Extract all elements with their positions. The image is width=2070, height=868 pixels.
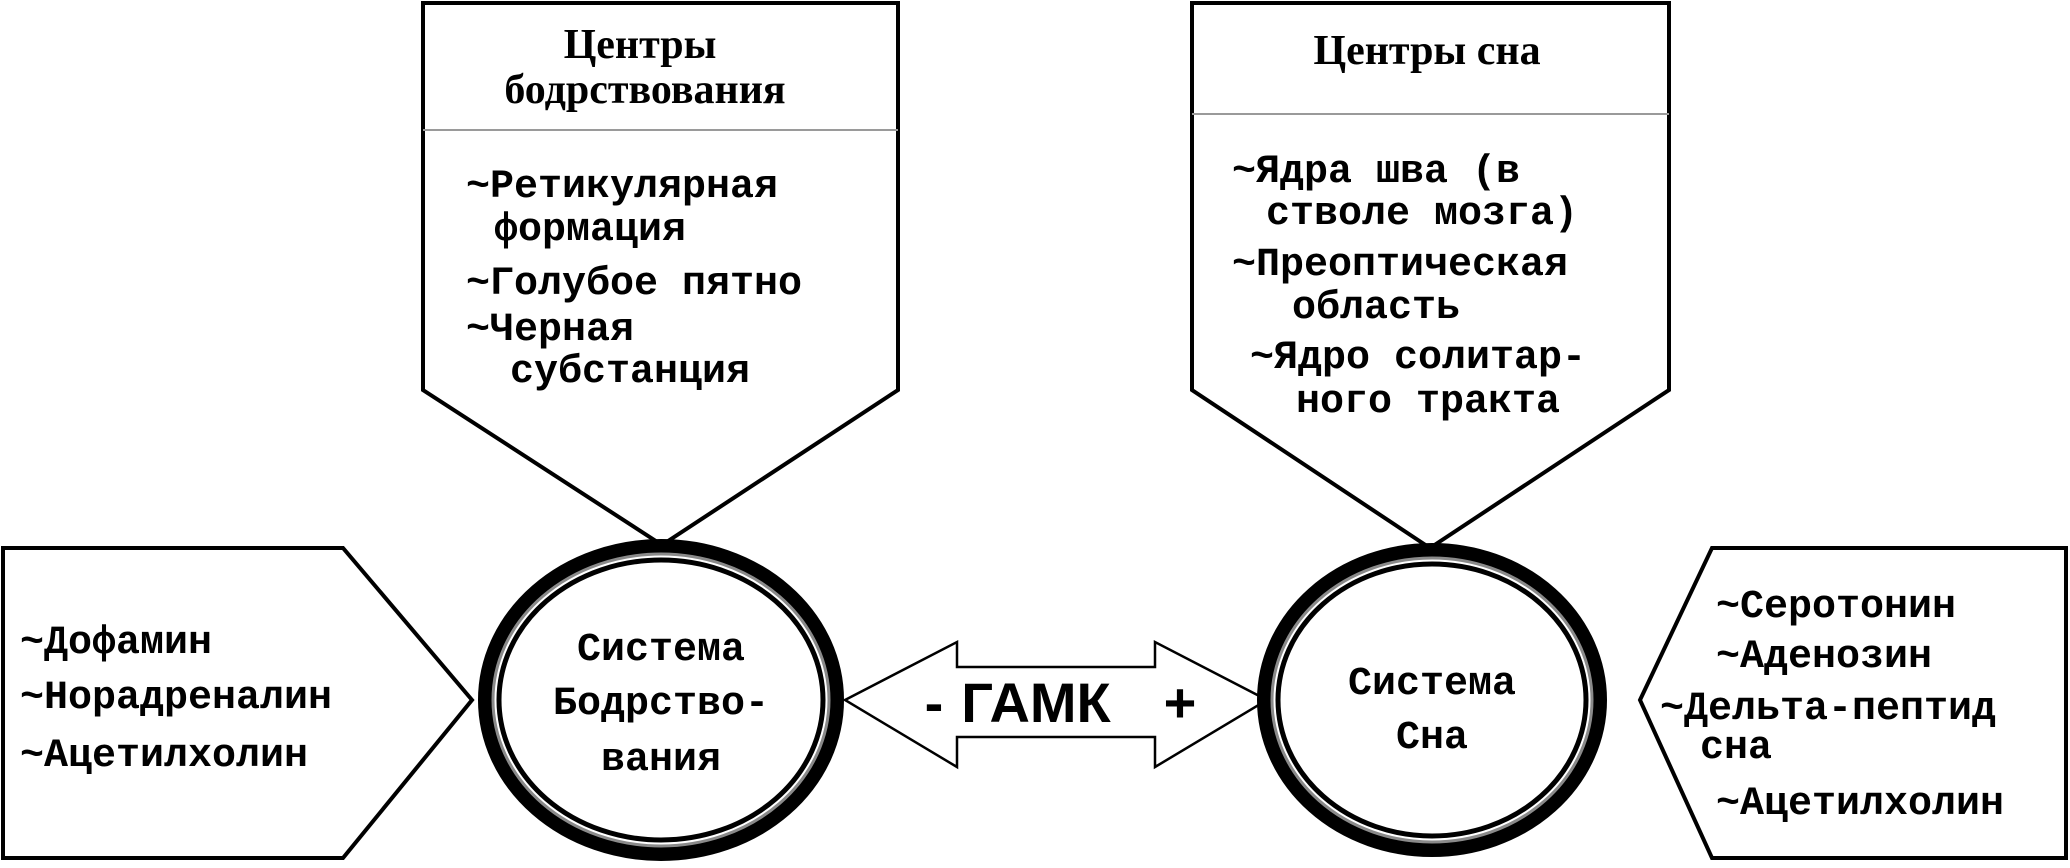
sleep-mediators-box: ~Серотонин ~Аденозин ~Дельта-пептид сна …	[1637, 546, 2068, 860]
sleep-center-item: ~Ядро солитар-	[1250, 336, 1586, 381]
sleep-mediator-item: ~Серотонин	[1716, 585, 1956, 630]
sleep-center-item: ного тракта	[1296, 380, 1560, 425]
wake-center-item: ~Ретикулярная	[466, 165, 778, 210]
gaba-label: ГАМК	[961, 671, 1111, 734]
wake-center-item: субстанция	[510, 350, 750, 395]
sleep-center-item: ~Преоптическая	[1232, 243, 1568, 288]
wake-mediators-box: ~Дофамин ~Норадреналин ~Ацетилхолин	[1, 546, 475, 860]
sleep-center-item: область	[1292, 286, 1460, 331]
sleep-system-label-line-2: Сна	[1396, 716, 1468, 761]
sleep-system-node: Система Сна	[1257, 543, 1607, 857]
sleep-center-item: стволе мозга)	[1266, 192, 1578, 237]
sleep-mediator-item: ~Аденозин	[1716, 635, 1932, 680]
wake-center-item: ~Черная	[466, 308, 634, 353]
sleep-mediator-item: ~Дельта-пептид	[1660, 687, 1996, 732]
wake-system-label-line-1: Система	[577, 628, 745, 673]
wake-centers-box: Центры бодрствования ~Ретикулярная форма…	[421, 1, 900, 548]
gaba-double-arrow: - ГАМК +	[842, 639, 1270, 770]
wake-center-item: формация	[494, 208, 686, 253]
wake-centers-title-line-2: бодрствования	[504, 67, 785, 113]
wake-system-label-line-3: вания	[601, 738, 721, 783]
gaba-plus-sign: +	[1164, 671, 1197, 734]
wake-mediator-item: ~Ацетилхолин	[20, 734, 308, 779]
gaba-minus-sign: -	[925, 671, 944, 734]
sleep-mediator-item: ~Ацетилхолин	[1716, 782, 2004, 827]
sleep-centers-box: Центры сна ~Ядра шва (в стволе мозга) ~П…	[1190, 1, 1671, 551]
wake-mediator-item: ~Норадреналин	[20, 676, 332, 721]
sleep-system-label-line-1: Система	[1348, 662, 1516, 707]
wake-system-node: Система Бодрство- вания	[478, 539, 844, 861]
sleep-center-item: ~Ядра шва (в	[1232, 150, 1520, 195]
wake-centers-title-line-1: Центры	[564, 22, 717, 68]
sleep-mediator-item: сна	[1700, 726, 1772, 771]
wake-mediator-item: ~Дофамин	[20, 621, 212, 666]
sleep-centers-title: Центры сна	[1313, 28, 1540, 74]
wake-system-label-line-2: Бодрство-	[553, 682, 769, 727]
wake-center-item: ~Голубое пятно	[466, 262, 802, 307]
